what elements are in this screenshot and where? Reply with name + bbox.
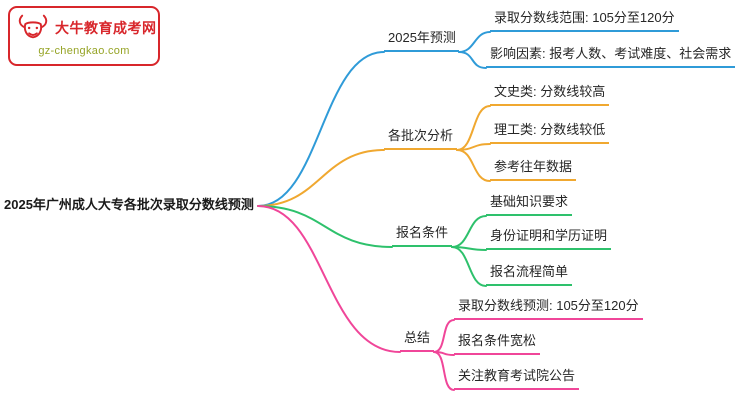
connector-line [456,149,491,182]
connector-line [451,246,487,287]
logo-row: 大牛教育成考网 [10,8,158,43]
connector-line [433,351,455,356]
leaf-node-4-3: 关注教育考试院公告 [454,367,580,390]
connector-line [451,246,487,251]
logo: 大牛教育成考网 gz-chengkao.com [8,6,160,66]
leaf-node-4-1: 录取分数线预测: 105分至120分 [454,297,643,320]
connector-line [257,149,385,207]
connector-line [257,51,385,207]
branch-node-4: 总结 [400,329,434,352]
root-node: 2025年广州成人大专各批次录取分数线预测 [4,197,254,212]
connector-line [433,351,455,391]
leaf-node-1-2: 影响因素: 报考人数、考试难度、社会需求 [486,45,736,68]
leaf-node-2-1: 文史类: 分数线较高 [490,83,610,106]
connector-line [458,51,487,69]
leaf-node-3-1: 基础知识要求 [486,193,573,216]
connector-line [456,143,491,151]
connector-line [257,205,401,353]
leaf-node-2-2: 理工类: 分数线较低 [490,121,610,144]
logo-title: 大牛教育成考网 [55,20,157,36]
connector-line [433,319,455,353]
branch-node-2: 各批次分析 [384,127,457,150]
leaf-node-4-2: 报名条件宽松 [454,332,541,355]
leaf-node-3-3: 报名流程简单 [486,263,573,286]
bull-icon [18,14,48,39]
logo-domain: gz-chengkao.com [38,45,130,57]
leaf-node-3-2: 身份证明和学历证明 [486,227,612,250]
connector-line [451,215,487,248]
connector-line [257,205,393,248]
branch-node-3: 报名条件 [392,224,452,247]
leaf-node-1-1: 录取分数线范围: 105分至120分 [490,9,679,32]
branch-node-1: 2025年预测 [384,29,459,52]
leaf-node-2-3: 参考往年数据 [490,158,577,181]
connector-line [456,105,491,151]
